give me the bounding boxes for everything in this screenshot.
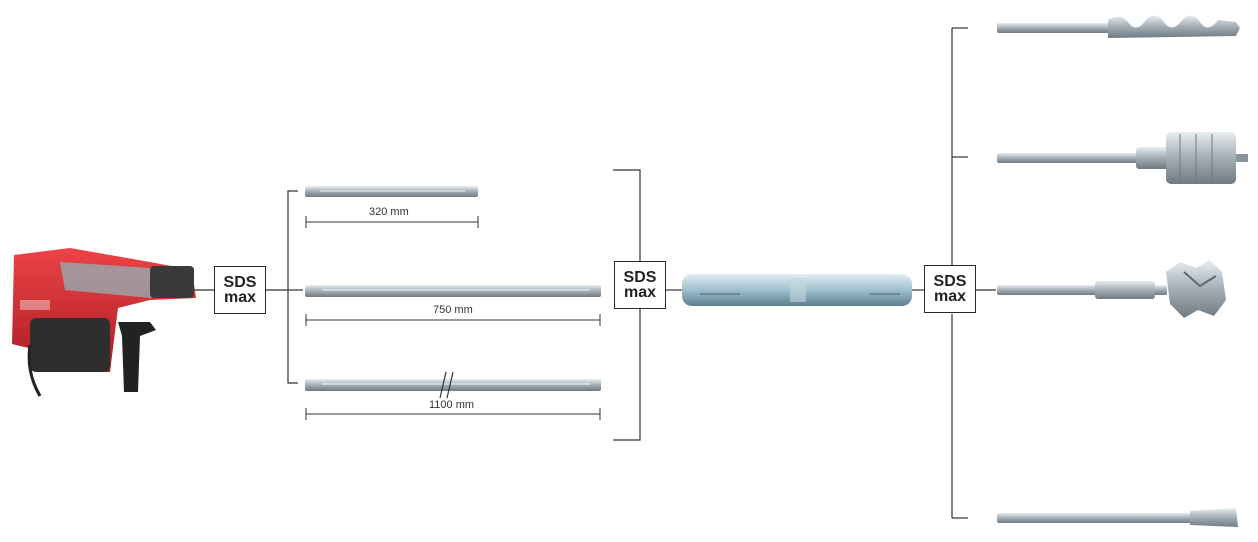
connector-lines [194, 27, 996, 519]
connector-line1: SDS [223, 274, 257, 291]
connector-line1: SDS [933, 273, 967, 290]
sds-max-connector-1: SDS max [214, 266, 266, 314]
sds-max-connector-2: SDS max [614, 261, 666, 309]
connector-line2: max [223, 289, 257, 306]
core-bit-image [997, 132, 1248, 184]
core-cutter-image [997, 260, 1226, 318]
flat-chisel-image [997, 508, 1238, 527]
sds-max-connector-3: SDS max [924, 265, 976, 313]
adapter-image [682, 274, 912, 306]
extension-rod-1100 [305, 371, 601, 399]
length-label-750: 750 mm [430, 304, 476, 316]
extension-rod-320 [305, 186, 478, 197]
connector-line1: SDS [623, 269, 657, 286]
connector-line2: max [623, 284, 657, 301]
length-label-320: 320 mm [366, 206, 412, 218]
drill-bit-image [997, 15, 1240, 38]
extension-rod-750 [305, 285, 601, 297]
length-label-1100: 1100 mm [426, 399, 478, 411]
rotary-hammer-image [12, 248, 196, 397]
connector-line2: max [933, 288, 967, 305]
dimension-lines [305, 216, 601, 420]
